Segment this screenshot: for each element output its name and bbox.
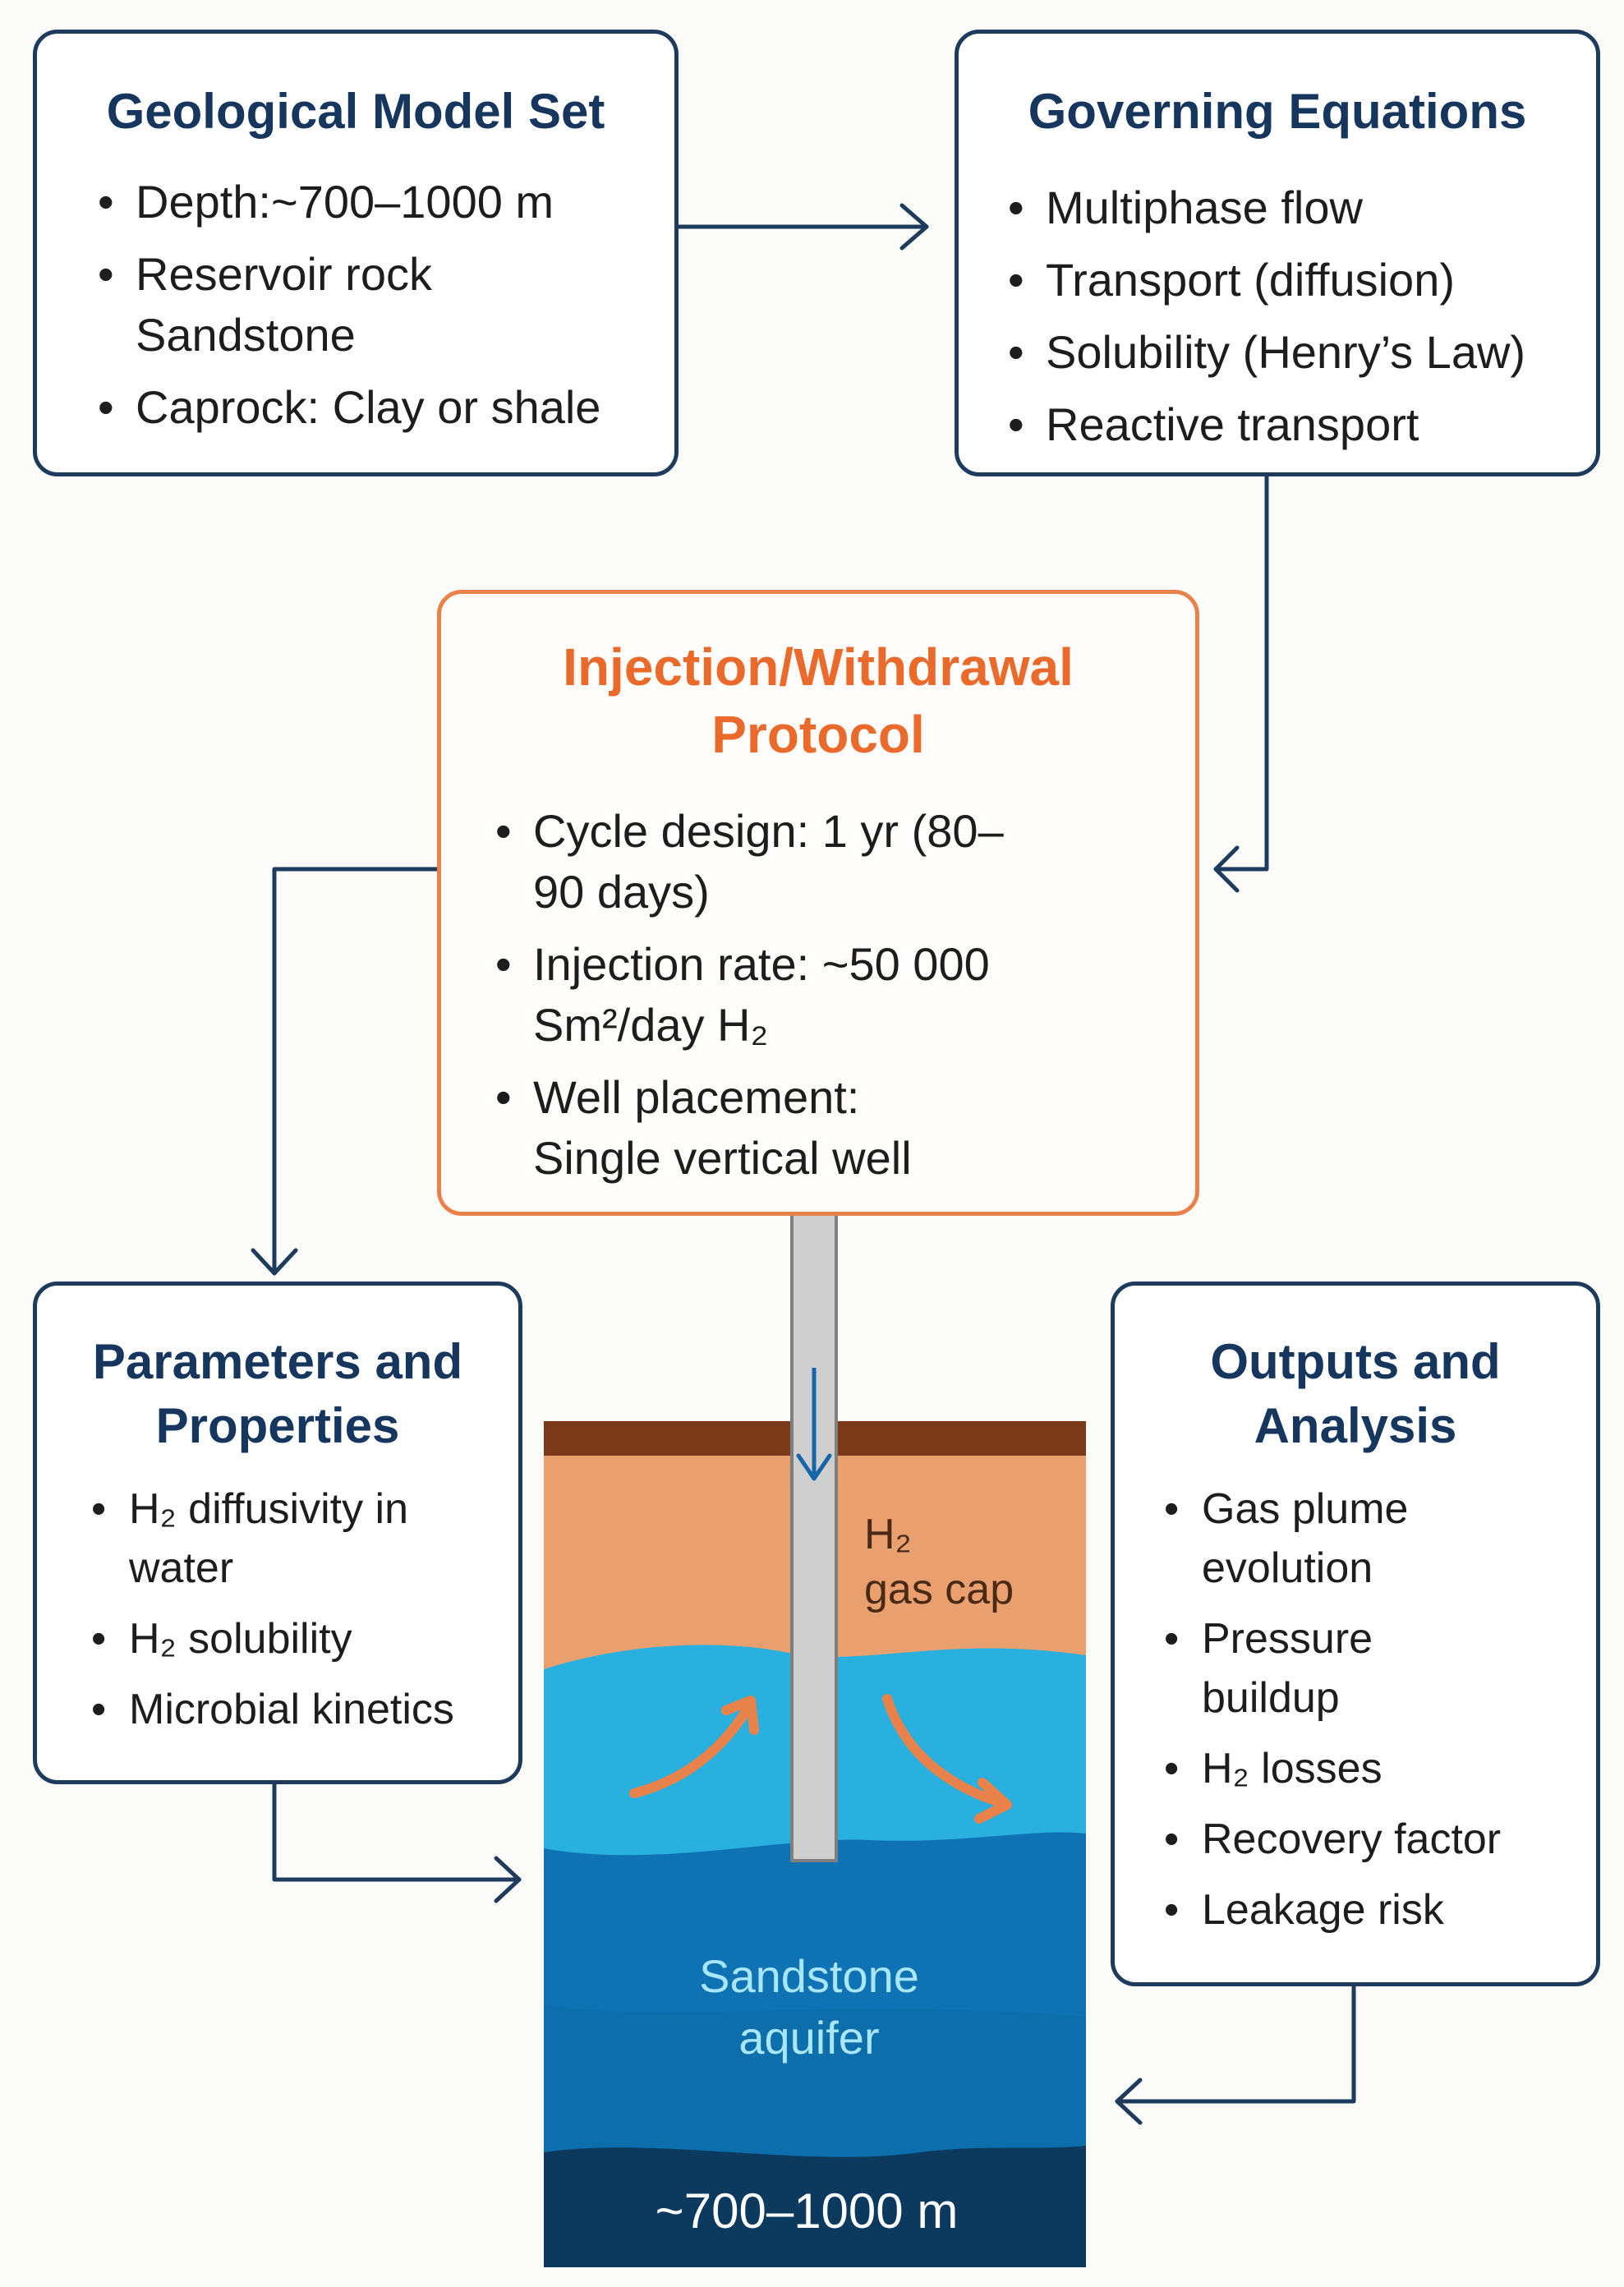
aquifer-label-1: Sandstone bbox=[699, 1950, 919, 2002]
arrow-outputs-to-reservoir bbox=[1115, 1984, 1356, 2104]
list-item: H₂ losses bbox=[1161, 1739, 1596, 1798]
reservoir-cross-section bbox=[544, 1421, 1086, 2267]
water-bottom-layer bbox=[544, 2146, 1086, 2267]
list-item: Depth:~700–1000 m bbox=[94, 172, 669, 232]
parameters-properties-box: Parameters and Properties H₂ diffusivity… bbox=[33, 1282, 522, 1784]
governing-equations-box: Governing Equations Multiphase flow Tran… bbox=[955, 30, 1600, 476]
list-item: Injection rate: ~50 000 Sm²/day H₂ bbox=[492, 934, 1059, 1056]
arrow-gov-to-injection-head bbox=[1213, 845, 1240, 893]
parameters-list: H₂ diffusivity in water H₂ solubility Mi… bbox=[88, 1479, 523, 1739]
list-item: Recovery factor bbox=[1161, 1810, 1596, 1869]
list-item: H₂ solubility bbox=[88, 1609, 523, 1668]
list-item: Reactive transport bbox=[1005, 389, 1596, 461]
parameters-title-2: Properties bbox=[155, 1398, 400, 1453]
injection-protocol-title-1: Injection/Withdrawal bbox=[563, 637, 1074, 697]
governing-equations-list: Multiphase flow Transport (diffusion) So… bbox=[1005, 172, 1596, 461]
outputs-title-1: Outputs and bbox=[1210, 1334, 1501, 1389]
outputs-title-2: Analysis bbox=[1254, 1398, 1457, 1453]
list-item: Pressure buildup bbox=[1161, 1609, 1481, 1728]
list-item: Transport (diffusion) bbox=[1005, 244, 1596, 316]
flow-arrow-right-head bbox=[974, 1778, 1012, 1824]
list-item: Multiphase flow bbox=[1005, 172, 1596, 244]
arrow-injection-to-params-head bbox=[251, 1248, 298, 1276]
list-item: Gas plume evolution bbox=[1161, 1479, 1481, 1598]
arrow-params-to-reservoir bbox=[272, 1782, 522, 1882]
flow-arrow-right bbox=[882, 1694, 1007, 1808]
list-item: Leakage risk bbox=[1161, 1880, 1596, 1940]
geological-model-box: Geological Model Set Depth:~700–1000 m R… bbox=[33, 30, 679, 476]
injection-protocol-box: Injection/Withdrawal Protocol Cycle desi… bbox=[437, 590, 1199, 1216]
arrow-params-to-reservoir-head bbox=[494, 1856, 522, 1903]
list-item: Reservoir rock Sandstone bbox=[94, 244, 513, 366]
arrow-geo-to-gov-head bbox=[899, 203, 929, 251]
arrow-injection-to-params bbox=[272, 867, 439, 1276]
outputs-list: Gas plume evolution Pressure buildup H₂ … bbox=[1161, 1479, 1596, 1940]
injection-protocol-title-2: Protocol bbox=[711, 705, 925, 764]
flow-arrow-left-head bbox=[721, 1696, 759, 1735]
injection-arrowhead bbox=[796, 1453, 832, 1481]
list-item: Caprock: Clay or shale bbox=[94, 377, 669, 438]
gas-cap-label: gas cap bbox=[864, 1566, 1014, 1613]
flow-arrow-left bbox=[629, 1704, 752, 1798]
geological-model-title: Geological Model Set bbox=[106, 84, 605, 139]
depth-label: ~700–1000 m bbox=[656, 2183, 959, 2239]
well-pipe bbox=[790, 1206, 838, 1862]
aquifer-label-2: aquifer bbox=[738, 2012, 879, 2064]
arrow-gov-to-injection bbox=[1213, 474, 1269, 872]
list-item: Solubility (Henry’s Law) bbox=[1005, 316, 1596, 389]
list-item: Microbial kinetics bbox=[88, 1680, 523, 1739]
list-item: H₂ diffusivity in water bbox=[88, 1479, 474, 1598]
geological-model-list: Depth:~700–1000 m Reservoir rock Sandsto… bbox=[94, 172, 669, 438]
list-item: Well placement: Single vertical well bbox=[492, 1067, 993, 1189]
governing-equations-title: Governing Equations bbox=[1028, 84, 1527, 139]
parameters-title-1: Parameters and bbox=[92, 1334, 463, 1389]
arrow-outputs-to-reservoir-head bbox=[1115, 2078, 1143, 2125]
gas-cap-label-h2: H₂ bbox=[864, 1511, 912, 1558]
injection-protocol-list: Cycle design: 1 yr (80– 90 days) Injecti… bbox=[492, 801, 1083, 1189]
outputs-analysis-box: Outputs and Analysis Gas plume evolution… bbox=[1111, 1282, 1600, 1986]
list-item: Cycle design: 1 yr (80– 90 days) bbox=[492, 801, 1059, 923]
